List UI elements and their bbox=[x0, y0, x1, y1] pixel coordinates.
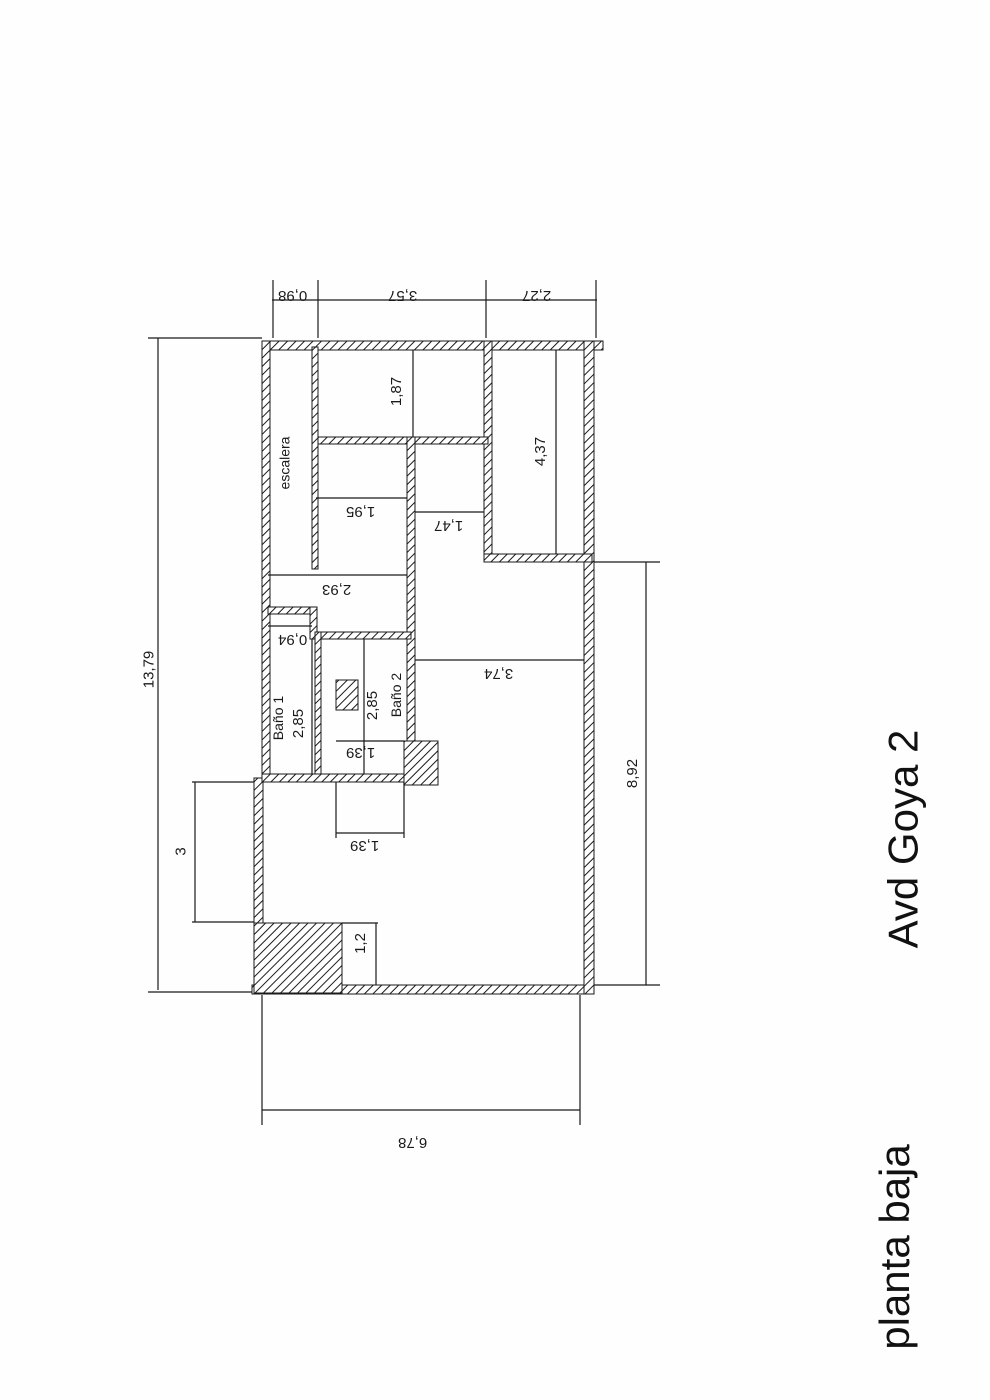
dim-top-b: 3,57 bbox=[388, 287, 418, 304]
wall-baths-bottom bbox=[261, 773, 415, 783]
wall-corridor-top bbox=[315, 436, 489, 445]
dim-right-room-depth: 4,37 bbox=[532, 436, 550, 467]
dim-passage-width: 1,47 bbox=[434, 517, 464, 534]
dim-top-c: 2,27 bbox=[522, 287, 552, 304]
dim-bath2-length: 2,85 bbox=[364, 690, 382, 721]
wall-right-room-left bbox=[483, 340, 493, 563]
hatched-block-shower bbox=[335, 679, 359, 711]
dim-right-room-height: 1,87 bbox=[388, 376, 406, 407]
walls bbox=[251, 340, 604, 995]
outer-wall-left-upper bbox=[261, 340, 271, 782]
outer-wall-right bbox=[583, 340, 595, 995]
wall-between-baths bbox=[314, 631, 322, 781]
dim-corridor-width: 1,95 bbox=[346, 503, 376, 520]
wall-bath2-top bbox=[314, 631, 412, 640]
room-label-bath1: Baño 1 bbox=[270, 695, 287, 741]
dim-bath-step: 0,94 bbox=[278, 631, 308, 648]
dim-total-length: 13,79 bbox=[140, 650, 158, 689]
room-label-stairs: escalera bbox=[276, 436, 293, 490]
dim-stair-width: 2,93 bbox=[322, 581, 352, 598]
wall-central bbox=[406, 436, 416, 784]
dim-top-a: 0,98 bbox=[278, 287, 308, 304]
wall-bath-step bbox=[309, 606, 318, 640]
dim-pillar: 1,2 bbox=[351, 933, 369, 954]
dim-main-length: 8,92 bbox=[624, 758, 642, 789]
dim-bath1-length: 2,85 bbox=[290, 708, 308, 739]
dimension-lines bbox=[148, 280, 660, 1125]
dim-entrance-offset: 3 bbox=[172, 847, 190, 856]
hatched-block-bath2 bbox=[403, 740, 439, 786]
wall-stair bbox=[311, 346, 319, 570]
dim-lower-width: 1,39 bbox=[350, 837, 380, 854]
dim-hall-width: 3,74 bbox=[484, 665, 514, 682]
dim-bath2-width: 1,39 bbox=[346, 744, 376, 761]
dim-total-width: 6,78 bbox=[398, 1134, 428, 1151]
title-floor: planta baja bbox=[870, 1144, 918, 1350]
title-address: Avd Goya 2 bbox=[879, 729, 927, 949]
room-label-bath2: Baño 2 bbox=[388, 672, 405, 718]
wall-bath-top bbox=[267, 606, 317, 615]
pillar-block bbox=[253, 922, 343, 994]
wall-right-room-bottom bbox=[483, 553, 593, 563]
